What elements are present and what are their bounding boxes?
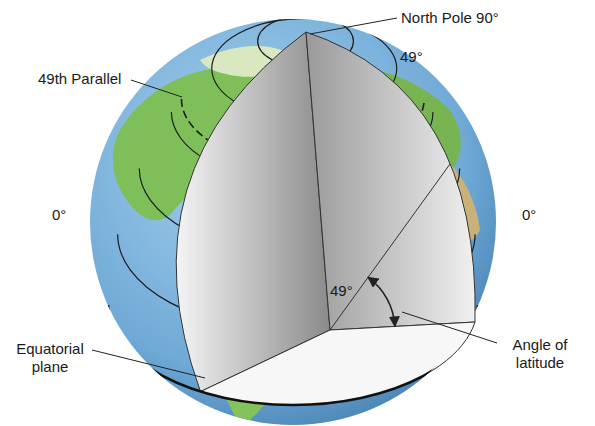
angle-value: 49° [330,282,353,300]
globe-ocean [90,19,496,425]
latitude-value: 0° [522,206,536,224]
part-label: Equatorial plane [8,340,92,376]
part-label: Angle of latitude [500,336,580,372]
angle-value: 49° [400,48,423,66]
pole-label: North Pole 90° [401,9,499,27]
cutaway-wedge [176,32,475,405]
parallel-label: 49th Parallel [38,70,121,88]
leader-lines [92,18,497,378]
latitude-value: 0° [52,206,66,224]
latitude-lines [111,15,475,426]
equator-line [108,305,478,405]
